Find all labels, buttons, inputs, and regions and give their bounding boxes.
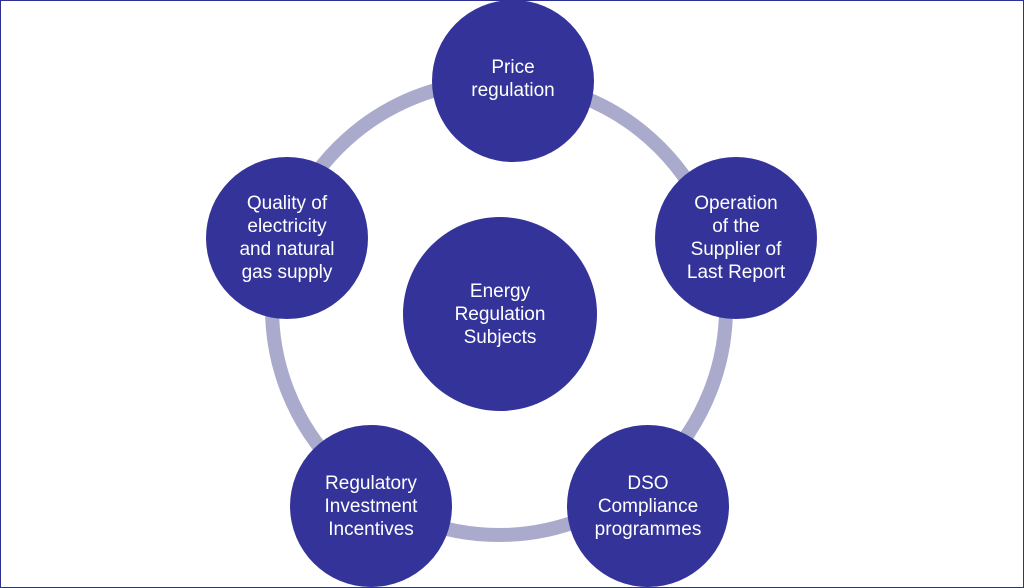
center-label: Energy Regulation Subjects bbox=[454, 280, 546, 348]
center-node: Energy Regulation Subjects bbox=[403, 217, 597, 411]
node-label: Quality of electricity and natural gas s… bbox=[239, 193, 335, 283]
node-dso-compliance: DSO Compliance programmes bbox=[567, 425, 729, 587]
node-label: Price regulation bbox=[471, 57, 555, 101]
node-label: Operation of the Supplier of Last Report bbox=[686, 193, 786, 283]
node-price-regulation: Price regulation bbox=[432, 0, 594, 162]
node-operation-supplier: Operation of the Supplier of Last Report bbox=[655, 157, 817, 319]
node-label: Regulatory Investment Incentives bbox=[324, 472, 418, 540]
node-quality-supply: Quality of electricity and natural gas s… bbox=[206, 157, 368, 319]
node-label: DSO Compliance programmes bbox=[594, 472, 702, 540]
node-regulatory-investment: Regulatory Investment Incentives bbox=[290, 425, 452, 587]
